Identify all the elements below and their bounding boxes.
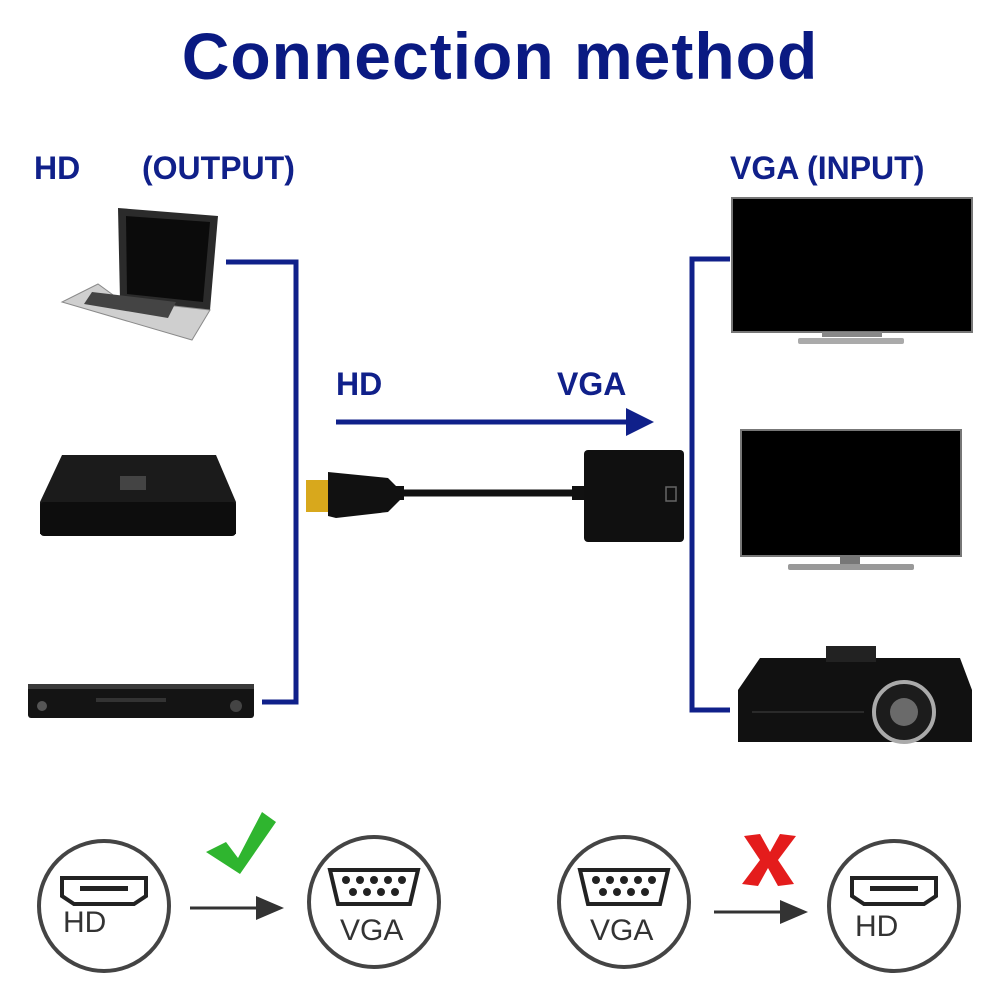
correct-from-label: HD (63, 906, 107, 939)
wrong-from-label: VGA (590, 914, 654, 947)
input-bracket (689, 256, 730, 713)
right-arrow-icon-2 (714, 900, 808, 924)
monitor-icon (740, 429, 962, 570)
hdmi-to-vga-adapter-icon (306, 450, 684, 542)
right-arrow-icon (190, 896, 284, 920)
wrong-to-label: HD (855, 910, 899, 943)
correct-to-label: VGA (340, 914, 404, 947)
output-label: (OUTPUT) (142, 150, 295, 186)
laptop-icon (60, 208, 218, 341)
cable-to-label: VGA (557, 366, 627, 402)
vga-port-icon (327, 868, 421, 906)
hdmi-port-icon-2 (850, 876, 938, 906)
direction-arrow (336, 408, 654, 436)
output-hd-label: HD (34, 150, 81, 186)
dvd-player-icon (28, 684, 254, 718)
cable-from-label: HD (336, 366, 383, 402)
input-label: VGA (INPUT) (730, 150, 925, 186)
page-title: Connection method (181, 19, 819, 93)
vga-port-icon-2 (577, 868, 671, 906)
projector-icon (738, 646, 972, 744)
hdmi-port-icon (60, 876, 148, 906)
output-bracket (226, 259, 299, 705)
tv-monitor-icon (731, 197, 973, 344)
check-icon (206, 812, 276, 874)
cross-icon (742, 834, 796, 886)
media-box-icon (40, 455, 236, 536)
